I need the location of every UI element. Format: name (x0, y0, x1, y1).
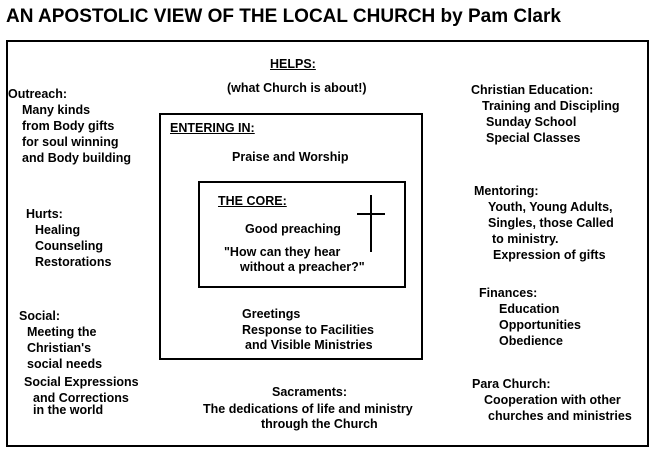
outreach-line: Many kinds (22, 103, 91, 117)
christian-education-line: Special Classes (486, 131, 581, 145)
helps-heading: HELPS: (270, 57, 316, 71)
sacraments-heading: Sacraments: (272, 385, 348, 399)
entering-in-heading: ENTERING IN: (170, 121, 255, 135)
entering-in-line: and Visible Ministries (245, 338, 373, 352)
sacraments-line: The dedications of life and ministry (203, 402, 413, 416)
core-quote-line: "How can they hear (224, 245, 341, 259)
social-line: social needs (27, 357, 103, 371)
social-line: and Corrections (33, 391, 129, 405)
christian-education-line: Training and Discipling (482, 99, 620, 113)
finances-line: Obedience (499, 334, 563, 348)
mentoring-line: to ministry. (492, 232, 559, 246)
cross-icon (357, 195, 385, 252)
finances-heading: Finances: (479, 286, 538, 300)
entering-in-praise: Praise and Worship (232, 150, 349, 164)
outreach-heading: Outreach: (8, 87, 68, 101)
hurts-heading: Hurts: (26, 207, 63, 221)
social-line: Christian's (27, 341, 92, 355)
helps-subtitle: (what Church is about!) (227, 81, 367, 95)
outreach-line: from Body gifts (22, 119, 115, 133)
hurts-line: Restorations (35, 255, 112, 269)
mentoring-heading: Mentoring: (474, 184, 539, 198)
core-box (198, 181, 406, 288)
core-good-preaching: Good preaching (245, 222, 341, 236)
core-quote-line: without a preacher?" (240, 260, 365, 274)
social-heading: Social: (19, 309, 60, 323)
mentoring-line: Singles, those Called (488, 216, 614, 230)
entering-in-box (159, 113, 423, 360)
para-church-heading: Para Church: (472, 377, 551, 391)
entering-in-line: Greetings (242, 307, 301, 321)
core-heading: THE CORE: (218, 194, 287, 208)
social-line: in the world (33, 403, 104, 417)
entering-in-line: Response to Facilities (242, 323, 374, 337)
hurts-line: Counseling (35, 239, 104, 253)
outreach-line: and Body building (22, 151, 132, 165)
diagram-title: AN APOSTOLIC VIEW OF THE LOCAL CHURCH by… (6, 6, 561, 27)
sacraments-line: through the Church (261, 417, 378, 431)
outreach-line: for soul winning (22, 135, 119, 149)
christian-education-heading: Christian Education: (471, 83, 594, 97)
para-church-line: Cooperation with other (484, 393, 621, 407)
social-line: Meeting the (27, 325, 97, 339)
mentoring-line: Expression of gifts (493, 248, 606, 262)
finances-line: Opportunities (499, 318, 581, 332)
social-line: Social Expressions (24, 375, 139, 389)
christian-education-line: Sunday School (486, 115, 577, 129)
finances-line: Education (499, 302, 560, 316)
mentoring-line: Youth, Young Adults, (488, 200, 613, 214)
hurts-line: Healing (35, 223, 81, 237)
para-church-line: churches and ministries (488, 409, 632, 423)
outer-box (6, 40, 649, 447)
